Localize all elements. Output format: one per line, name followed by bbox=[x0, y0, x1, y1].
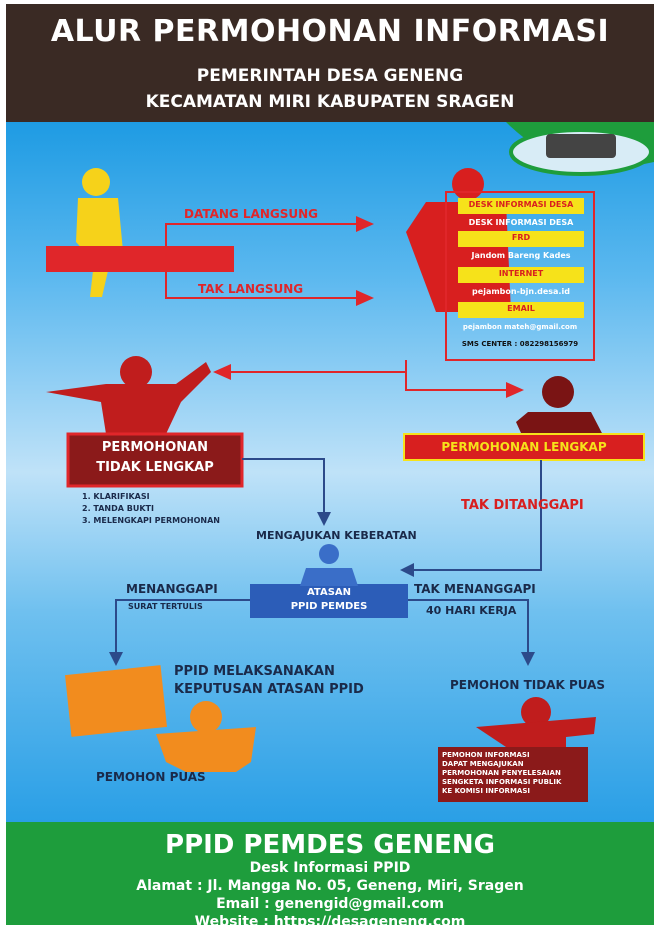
atasan-line2: PPID PEMDES bbox=[290, 601, 368, 612]
email-title-bg bbox=[458, 302, 584, 318]
sengketa-line2: DAPAT MENGAJUKAN bbox=[442, 760, 524, 768]
internet-value: pejambon-bjn.desa.id bbox=[472, 287, 570, 296]
sengketa-line5: KE KOMISI INFORMASI bbox=[442, 787, 530, 795]
page-title: ALUR PERMOHONAN INFORMASI bbox=[50, 14, 610, 49]
tak-ditanggapi-label: TAK DITANGGAPI bbox=[461, 498, 584, 513]
tidak-lengkap-line1: PERMOHONAN bbox=[101, 440, 209, 455]
to-tidaklengkap-arrow bbox=[213, 364, 231, 380]
arguing-person-icon bbox=[46, 356, 211, 434]
lengkap-to-atasan-line bbox=[414, 460, 542, 571]
frd-title: FRD bbox=[511, 233, 531, 242]
footer-email: Email : genengid@gmail.com bbox=[216, 896, 444, 912]
to-lengkap-arrow bbox=[506, 382, 524, 398]
hari-kerja-label: 40 HARI KERJA bbox=[426, 604, 517, 617]
lengkap-box bbox=[403, 433, 645, 461]
atasan-line1: ATASAN bbox=[306, 587, 352, 598]
lengkap-label: PERMOHONAN LENGKAP bbox=[441, 440, 607, 454]
takmenanggapi-line bbox=[408, 599, 529, 652]
pemohon-tidak-puas-label: PEMOHON TIDAK PUAS bbox=[450, 678, 606, 692]
atasan-box bbox=[250, 584, 408, 618]
red-bar bbox=[46, 246, 234, 272]
sengketa-line1: PEMOHON INFORMASI bbox=[442, 751, 530, 759]
sms-center: SMS CENTER : 082298156979 bbox=[461, 340, 579, 348]
ppid-melaksanakan-line2: KEPUTUSAN ATASAN PPID bbox=[174, 682, 364, 697]
datang-arrow bbox=[356, 216, 374, 232]
datang-line bbox=[165, 223, 356, 259]
email-value: pejambon mateh@gmail.com bbox=[462, 323, 578, 331]
desk-title: DESK INFORMASI DESA bbox=[468, 200, 574, 209]
footer-title: PPID PEMDES GENENG bbox=[165, 830, 495, 860]
tidaklengkap-to-keberatan-line bbox=[242, 458, 325, 512]
frd-title-bg bbox=[458, 231, 584, 247]
datang-langsung-label: DATANG LANGSUNG bbox=[184, 207, 319, 221]
ppid-melaksanakan-line1: PPID MELAKSANAKAN bbox=[174, 664, 335, 679]
flow-area: DATANG LANGSUNG TAK LANGSUNG DESK INFORM… bbox=[6, 122, 654, 822]
flow-diagram bbox=[46, 122, 654, 802]
walking-person-icon bbox=[76, 168, 124, 297]
step-3: 3. MELENGKAPI PERMOHONAN bbox=[82, 516, 220, 525]
footer: PPID PEMDES GENENG Desk Informasi PPID A… bbox=[6, 822, 654, 925]
atasan-person-icon bbox=[300, 544, 358, 586]
internet-title-bg bbox=[458, 267, 584, 283]
sengketa-box bbox=[438, 747, 588, 802]
internet-title: INTERNET bbox=[498, 269, 544, 278]
frd-value: Jandom Bareng Kades bbox=[471, 251, 571, 260]
happy-person-icon bbox=[65, 665, 256, 772]
desk-title-bg bbox=[458, 198, 584, 214]
taklangsung-arrow bbox=[356, 290, 374, 306]
step-1: 1. KLARIFIKASI bbox=[82, 492, 150, 501]
footer-alamat: Alamat : Jl. Mangga No. 05, Geneng, Miri… bbox=[136, 878, 524, 894]
tak-menanggapi-label: TAK MENANGGAPI bbox=[414, 582, 536, 596]
menanggapi-line bbox=[115, 599, 250, 652]
desk-value: DESK INFORMASI DESA bbox=[468, 218, 574, 227]
channels-panel bbox=[445, 191, 595, 361]
sengketa-line4: SENGKETA INFORMASI PUBLIK bbox=[442, 778, 562, 786]
email-title: EMAIL bbox=[507, 304, 535, 313]
taklangsung-line bbox=[165, 259, 356, 299]
unhappy-person-icon bbox=[476, 697, 596, 747]
footer-website: Website : https://desageneng.com bbox=[194, 914, 466, 925]
subtitle-desa: PEMERINTAH DESA GENENG bbox=[196, 66, 464, 86]
tidak-lengkap-line2: TIDAK LENGKAP bbox=[96, 460, 214, 475]
subtitle-kecamatan: KECAMATAN MIRI KABUPATEN SRAGEN bbox=[145, 92, 515, 112]
pemohon-puas-label: PEMOHON PUAS bbox=[96, 770, 206, 784]
step-2: 2. TANDA BUKTI bbox=[82, 504, 154, 513]
sengketa-line3: PERMOHONAN PENYELESAIAN bbox=[442, 769, 561, 777]
tak-langsung-label: TAK LANGSUNG bbox=[198, 282, 304, 296]
mengajukan-keberatan-label: MENGAJUKAN KEBERATAN bbox=[256, 529, 417, 542]
header: ALUR PERMOHONAN INFORMASI PEMERINTAH DES… bbox=[6, 4, 654, 122]
book-lock-icon bbox=[546, 134, 616, 158]
to-lengkap-line bbox=[405, 372, 506, 391]
surat-tertulis-label: SURAT TERTULIS bbox=[128, 602, 203, 611]
poster: ALUR PERMOHONAN INFORMASI PEMERINTAH DES… bbox=[6, 4, 654, 925]
footer-desk: Desk Informasi PPID bbox=[249, 860, 411, 876]
menanggapi-label: MENANGGAPI bbox=[126, 582, 218, 596]
